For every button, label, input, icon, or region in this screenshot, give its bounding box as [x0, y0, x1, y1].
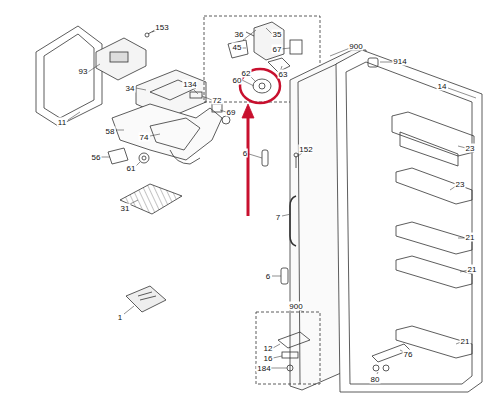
callout-number: 31 [120, 204, 131, 213]
callout-number: 72 [212, 96, 223, 105]
callout-number: 35 [272, 30, 283, 39]
callout-number: 45 [232, 43, 243, 52]
callout-number: 14 [437, 82, 448, 91]
callout-number: 58 [105, 127, 116, 136]
callout-number: 134 [182, 80, 197, 89]
callout-number: 93 [78, 67, 89, 76]
callout-number: 74 [139, 133, 150, 142]
callout-number: 153 [154, 23, 169, 32]
callout-number: 914 [392, 57, 407, 66]
callout-number: 184 [256, 364, 271, 373]
callout-number: 36 [234, 30, 245, 39]
callout-number: 21 [467, 265, 478, 274]
callout-number: 900 [288, 302, 303, 311]
callout-number: 21 [465, 233, 476, 242]
highlight-arrowhead [242, 104, 254, 118]
callout-number: 16 [263, 354, 274, 363]
callout-number: 76 [403, 350, 414, 359]
callout-number: 900 [348, 42, 363, 51]
callout-number: 23 [455, 180, 466, 189]
callout-number: 63 [278, 70, 289, 79]
callout-number: 34 [125, 84, 136, 93]
callout-number: 12 [263, 344, 274, 353]
callout-number: 80 [370, 375, 381, 384]
callout-number: 67 [272, 45, 283, 54]
highlight-circle [240, 69, 280, 103]
callout-number: 61 [126, 164, 137, 173]
callout-number: 60 [232, 76, 243, 85]
callout-number: 69 [226, 108, 237, 117]
callout-number: 1 [117, 313, 123, 322]
callout-number: 21 [460, 337, 471, 346]
callout-number: 152 [298, 145, 313, 154]
callout-number: 6 [242, 149, 248, 158]
callout-number: 56 [91, 153, 102, 162]
callout-number: 6 [265, 272, 271, 281]
callout-number: 23 [465, 144, 476, 153]
callout-number: 11 [57, 118, 67, 127]
highlight-arrow [247, 116, 250, 216]
callout-number: 7 [275, 213, 281, 222]
